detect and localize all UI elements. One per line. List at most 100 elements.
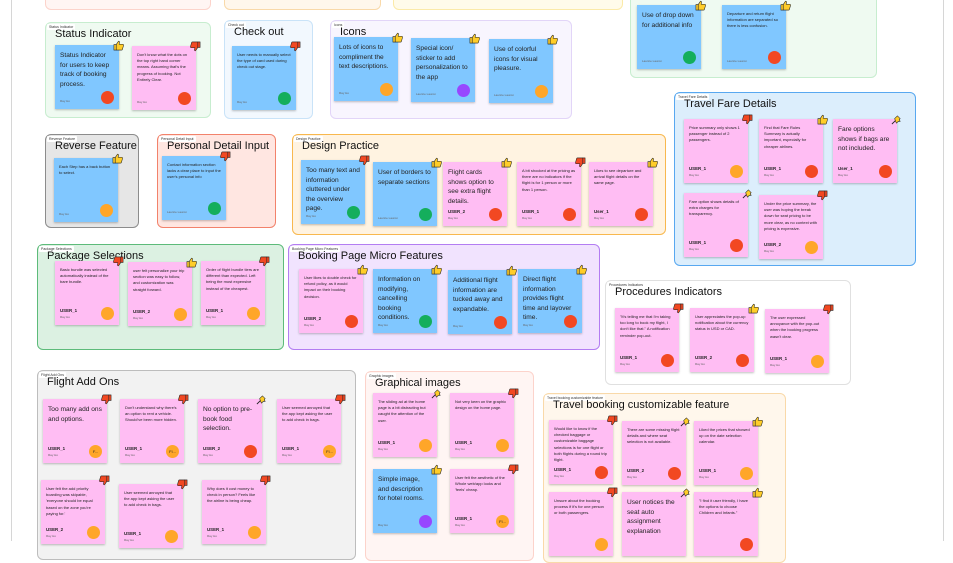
thumbs-down-icon[interactable]	[673, 303, 684, 314]
sticky-note[interactable]: There are some missing flight details an…	[622, 417, 690, 485]
sticky-note[interactable]: Use of colorful icons for visual pleasur…	[489, 34, 558, 103]
thumbs-up-icon[interactable]	[752, 416, 763, 427]
thumbs-up-icon[interactable]	[817, 114, 828, 125]
sticky-note[interactable]: "It's telling me that I'm taking too lon…	[615, 303, 684, 372]
pin-icon[interactable]	[742, 188, 753, 199]
avatar[interactable]	[535, 85, 548, 98]
sticky-note[interactable]: User seemed annoyed that the app kept as…	[277, 394, 346, 463]
avatar[interactable]	[457, 84, 470, 97]
sticky-note[interactable]: Too many text and information cluttered …	[301, 155, 370, 224]
thumbs-down-icon[interactable]	[823, 304, 834, 315]
sticky-note[interactable]: Find that Fare Rules Summary is actually…	[759, 114, 828, 183]
thumbs-up-icon[interactable]	[695, 0, 706, 11]
thumbs-down-icon[interactable]	[101, 394, 112, 405]
avatar[interactable]	[879, 165, 892, 178]
sticky-note[interactable]: Additional flight information are tucked…	[448, 265, 517, 334]
sticky-note[interactable]: User needs to manually select the type o…	[232, 41, 301, 110]
thumbs-down-icon[interactable]	[177, 479, 188, 490]
avatar[interactable]	[811, 355, 824, 368]
pin-icon[interactable]	[256, 394, 267, 405]
thumbs-down-icon[interactable]	[290, 41, 301, 52]
sticky-note[interactable]: User notices the seat auto assignment ex…	[622, 488, 690, 556]
section-tag[interactable]: Status Indicator	[47, 24, 76, 30]
avatar[interactable]	[345, 315, 358, 328]
thumbs-up-icon[interactable]	[780, 0, 791, 11]
avatar[interactable]	[595, 538, 608, 551]
thumbs-down-icon[interactable]	[575, 157, 586, 168]
sticky-note[interactable]: Don't understand why there's an option t…	[120, 394, 189, 463]
sticky-note[interactable]: user felt personalize your trip section …	[128, 257, 197, 326]
section-tag[interactable]: Booking Page Micro Features	[290, 246, 341, 252]
thumbs-up-icon[interactable]	[112, 153, 123, 164]
section-tag[interactable]: Flight Add Ons	[39, 372, 66, 378]
avatar[interactable]	[730, 239, 743, 252]
section-tag[interactable]: Package Selections	[39, 246, 74, 252]
sticky-note[interactable]: Status Indicator for users to keep track…	[55, 40, 124, 109]
avatar[interactable]	[563, 208, 576, 221]
section-tag[interactable]: Personal Detail Input	[159, 136, 196, 142]
sticky-note[interactable]: Likes to see departure and arrival fligh…	[589, 157, 658, 226]
thumbs-down-icon[interactable]	[817, 190, 828, 201]
avatar[interactable]	[768, 51, 781, 64]
avatar[interactable]	[661, 354, 674, 367]
avatar[interactable]	[805, 241, 818, 254]
section-tag[interactable]: Graphic images	[367, 373, 396, 379]
sticky-note[interactable]: The sliding ad at the home page is a bit…	[373, 389, 441, 457]
sticky-note[interactable]: User likes to double check for refund po…	[299, 264, 368, 333]
sticky-note[interactable]: Not very keen on the graphic design on t…	[450, 388, 519, 457]
sticky-note[interactable]: User felt the add priority boarding was …	[41, 475, 110, 544]
avatar[interactable]	[595, 466, 608, 479]
section-tag[interactable]: Procedures Indicators	[607, 282, 646, 288]
section-tag[interactable]: Travel Fare Details	[676, 94, 710, 100]
thumbs-up-icon[interactable]	[357, 264, 368, 275]
avatar[interactable]	[489, 208, 502, 221]
avatar[interactable]	[247, 307, 260, 320]
avatar[interactable]	[208, 202, 221, 215]
sticky-note[interactable]: Simple image, and description for hotel …	[373, 464, 442, 533]
thumbs-down-icon[interactable]	[260, 475, 271, 486]
thumbs-up-icon[interactable]	[392, 32, 403, 43]
thumbs-up-icon[interactable]	[506, 265, 517, 276]
section-top-pink[interactable]	[45, 0, 211, 10]
sticky-note[interactable]: Under the price summary, the user was ho…	[759, 190, 828, 259]
avatar[interactable]	[564, 315, 577, 328]
sticky-note[interactable]: Unsure about the booking process if it's…	[549, 487, 618, 556]
thumbs-down-icon[interactable]	[742, 114, 753, 125]
thumbs-down-icon[interactable]	[113, 256, 124, 267]
pin-icon[interactable]	[680, 487, 691, 498]
avatar[interactable]: Fl...	[323, 445, 336, 458]
pin-icon[interactable]	[891, 114, 902, 125]
sticky-note[interactable]: A bit shocked at the pricing as there ar…	[517, 157, 586, 226]
avatar[interactable]	[419, 439, 432, 452]
thumbs-up-icon[interactable]	[431, 464, 442, 475]
sticky-note[interactable]: The user expressed annoyance with the po…	[765, 304, 834, 373]
sticky-note[interactable]: Departure and return flight information …	[722, 0, 791, 69]
sticky-note[interactable]: Lots of icons to compliment the text des…	[334, 32, 403, 101]
avatar[interactable]: F...	[89, 445, 102, 458]
avatar[interactable]	[87, 526, 100, 539]
avatar[interactable]	[244, 445, 257, 458]
avatar[interactable]	[494, 316, 507, 329]
thumbs-up-icon[interactable]	[547, 34, 558, 45]
thumbs-down-icon[interactable]	[335, 394, 346, 405]
thumbs-up-icon[interactable]	[113, 40, 124, 51]
thumbs-up-icon[interactable]	[576, 264, 587, 275]
avatar[interactable]	[248, 526, 261, 539]
thumbs-up-icon[interactable]	[748, 303, 759, 314]
avatar[interactable]	[683, 51, 696, 64]
sticky-note[interactable]: Order of flight bundle tiers are differe…	[201, 256, 270, 325]
sticky-note[interactable]: "I find it user friendly, I have the opt…	[694, 487, 763, 556]
pin-icon[interactable]	[680, 416, 691, 427]
avatar[interactable]	[419, 208, 432, 221]
sticky-note[interactable]: Liked the prices that showed up on the d…	[694, 416, 763, 485]
avatar[interactable]	[740, 467, 753, 480]
sticky-note[interactable]: Why does it cost money to check in perso…	[202, 475, 271, 544]
sticky-note[interactable]: Basic bundle was selected automatically …	[55, 256, 124, 325]
avatar[interactable]	[278, 92, 291, 105]
avatar[interactable]	[174, 308, 187, 321]
section-top-orange[interactable]	[224, 0, 381, 10]
thumbs-up-icon[interactable]	[647, 157, 658, 168]
